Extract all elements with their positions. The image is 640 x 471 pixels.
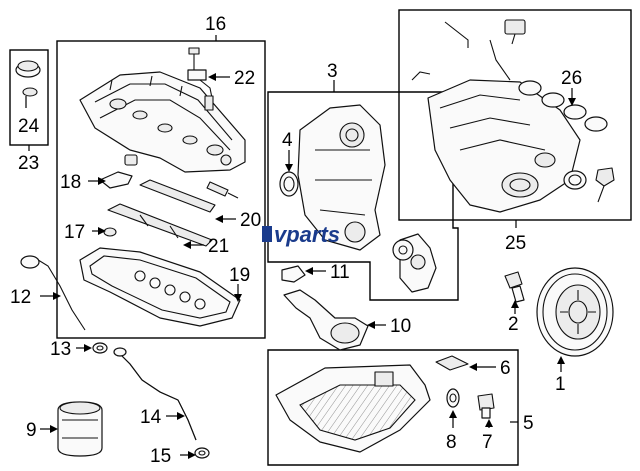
watermark-logo: vparts <box>262 222 340 247</box>
valve-cover-group-box <box>56 40 266 339</box>
dipstick-12[interactable] <box>20 255 86 331</box>
intake-manifold[interactable] <box>427 79 581 213</box>
pcv-valve[interactable] <box>206 181 239 199</box>
callout-14: 14 <box>140 407 162 428</box>
callout-3: 3 <box>327 61 338 82</box>
baffle-plate[interactable] <box>139 179 216 213</box>
callout-23: 23 <box>18 153 39 174</box>
gasket-11[interactable] <box>281 265 306 283</box>
callout-15: 15 <box>150 446 171 467</box>
callout-24: 24 <box>18 116 40 137</box>
callout-13: 13 <box>50 339 71 360</box>
drain-gasket-8[interactable] <box>446 388 460 408</box>
crank-seal-4[interactable] <box>279 171 299 197</box>
intake-manifold-group-box <box>398 9 632 221</box>
pcv-hose[interactable] <box>444 21 511 81</box>
vacuum-fitting[interactable] <box>411 71 431 81</box>
oil-pickup-tube[interactable] <box>283 289 369 351</box>
callout-25: 25 <box>505 233 526 254</box>
svg-text:vparts: vparts <box>274 222 340 247</box>
callout-26: 26 <box>561 68 582 89</box>
callout-22: 22 <box>234 68 255 89</box>
oil-filler-cap[interactable] <box>15 60 41 97</box>
bolt-22[interactable] <box>187 47 214 111</box>
oil-pump[interactable] <box>392 233 437 293</box>
callout-17: 17 <box>64 222 85 243</box>
bolt-2[interactable] <box>504 271 525 303</box>
callout-10: 10 <box>390 316 411 337</box>
callout-labels: 1 2 3 4 5 6 7 8 9 10 11 12 13 14 15 16 1… <box>10 14 582 467</box>
baffle-plate-20[interactable] <box>107 203 213 247</box>
timing-cover[interactable] <box>297 104 386 251</box>
throttle-gasket[interactable] <box>563 170 587 190</box>
oil-filler-seal-17[interactable] <box>103 227 117 237</box>
oil-baffle-6[interactable] <box>435 355 469 371</box>
drain-plug-7[interactable] <box>477 393 495 419</box>
callout-19: 19 <box>229 265 250 286</box>
callout-20: 20 <box>240 210 261 231</box>
intake-gasket-26[interactable] <box>518 80 608 132</box>
callout-18: 18 <box>60 172 81 193</box>
oil-pan-group-box <box>267 349 519 466</box>
oil-seal-cap[interactable] <box>124 154 138 166</box>
callout-9: 9 <box>26 420 37 441</box>
callout-12: 12 <box>10 287 31 308</box>
callout-5: 5 <box>523 413 534 434</box>
leader-lines <box>25 35 576 459</box>
oil-filter-9[interactable] <box>57 401 103 457</box>
dipstick-tube-14[interactable] <box>113 347 197 441</box>
callout-11: 11 <box>330 262 350 283</box>
o-ring-15[interactable] <box>194 447 210 459</box>
crankshaft-pulley-1[interactable] <box>536 267 614 357</box>
valve-cover-gasket-19[interactable] <box>79 247 241 327</box>
map-sensor[interactable] <box>504 19 526 45</box>
callout-1: 1 <box>555 374 566 395</box>
callout-4: 4 <box>282 130 293 151</box>
callout-16: 16 <box>205 14 226 35</box>
gasket-18[interactable] <box>99 171 133 189</box>
callout-2: 2 <box>508 314 519 335</box>
valve-cover[interactable] <box>79 71 246 173</box>
callout-6: 6 <box>500 358 511 379</box>
callout-7: 7 <box>482 432 493 453</box>
callout-21: 21 <box>208 236 229 257</box>
purge-valve[interactable] <box>595 167 615 203</box>
oil-pan[interactable] <box>275 364 431 453</box>
o-ring-13[interactable] <box>92 342 108 354</box>
callout-8: 8 <box>446 432 457 453</box>
